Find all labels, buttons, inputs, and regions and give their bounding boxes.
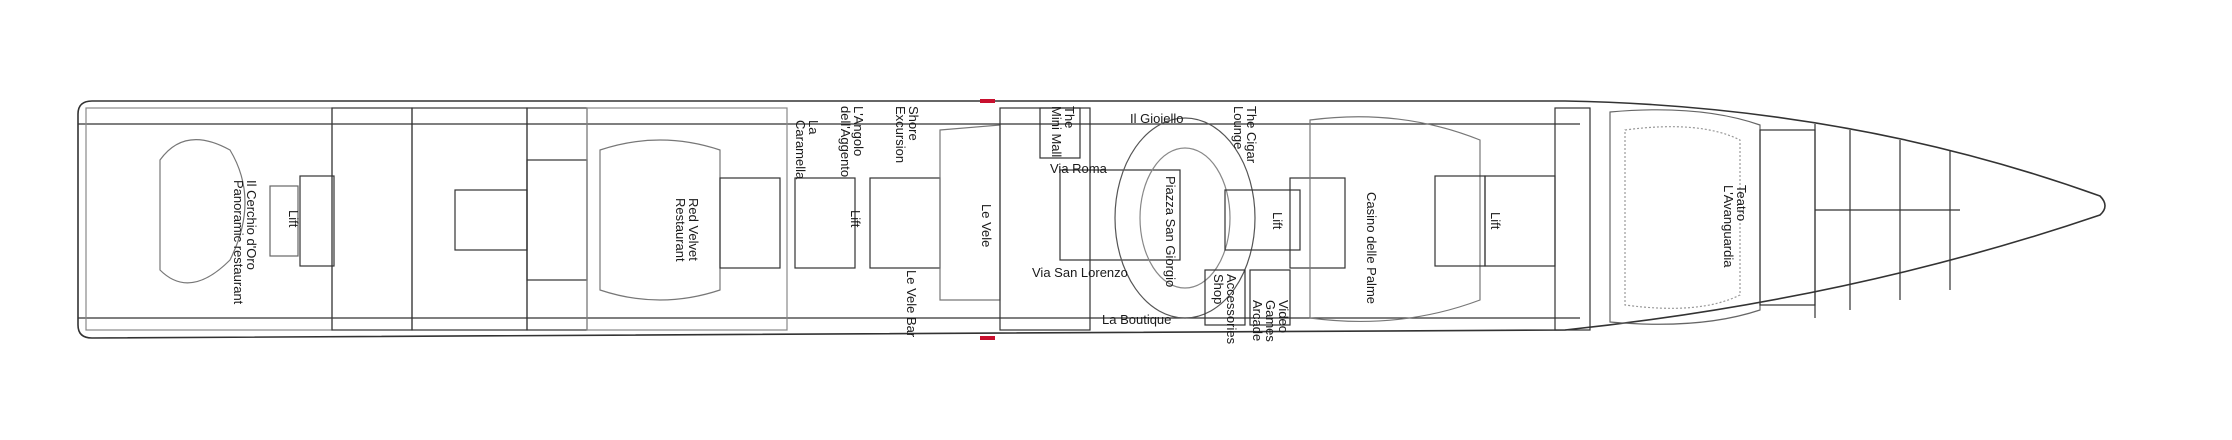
mini-mall-line1: The	[1062, 106, 1077, 129]
piazza-san-giorgio-area	[1114, 117, 1256, 319]
label-shore-excursion: Shore Excursion	[893, 106, 921, 164]
label-lift-mid: Lift	[848, 210, 863, 228]
label-lift-aft: Lift	[286, 210, 301, 228]
red-velvet-line2: Restaurant	[673, 198, 688, 262]
label-la-caramella: La Caramella	[793, 120, 821, 180]
label-la-boutique: La Boutique	[1102, 313, 1171, 326]
la-caramella-line2: Caramella	[793, 120, 808, 180]
label-lift-fwd2: Lift	[1488, 212, 1503, 230]
red-velvet-line1: Red Velvet	[686, 198, 701, 261]
label-cerchio-doro: Il Cerchio d'Oro Panoramic restaurant	[231, 180, 259, 305]
cigar-line1: The Cigar	[1244, 106, 1259, 164]
piazza-text: Piazza San Giorgio	[1163, 176, 1178, 288]
via-san-lorenzo-text: Via San Lorenzo	[1032, 265, 1128, 280]
video-line1: Video	[1276, 300, 1291, 334]
la-boutique-text: La Boutique	[1102, 312, 1172, 327]
label-video-games: Video Games Arcade	[1250, 300, 1291, 342]
il-gioiello-text: Il Gioiello	[1130, 111, 1184, 126]
lift-aft-text: Lift	[286, 210, 301, 228]
shore-line1: Shore	[906, 106, 921, 141]
label-mini-mall: The Mini Mall	[1049, 106, 1077, 158]
casino-text: Casino delle Palme	[1364, 192, 1379, 305]
accessories-line1: Accessories	[1224, 274, 1239, 345]
cerchio-line1: Il Cerchio d'Oro	[244, 180, 259, 270]
lift-fwd2-text: Lift	[1488, 212, 1503, 230]
angolo-line2: dell'Aggento	[838, 106, 853, 178]
lift-fwd1-text: Lift	[1270, 212, 1285, 230]
label-via-roma: Via Roma	[1050, 162, 1107, 175]
label-cigar-lounge: The Cigar Lounge	[1231, 106, 1259, 164]
shore-line2: Excursion	[893, 106, 908, 164]
label-lift-fwd1: Lift	[1270, 212, 1285, 230]
label-via-san-lorenzo: Via San Lorenzo	[1032, 266, 1128, 279]
teatro-area	[1609, 109, 1761, 325]
label-piazza-san-giorgio: Piazza San Giorgio	[1163, 176, 1178, 288]
video-line2: Games	[1263, 300, 1278, 342]
teatro-line2: L'Avanguardia	[1721, 185, 1736, 268]
label-le-vele: Le Vele	[979, 204, 994, 248]
via-roma-text: Via Roma	[1050, 161, 1107, 176]
le-vele-text: Le Vele	[979, 204, 994, 248]
le-vele-bar-text: Le Vele Bar	[904, 270, 919, 338]
casino-area	[1309, 116, 1481, 323]
la-caramella-line1: La	[806, 120, 821, 135]
label-teatro: Teatro L'Avanguardia	[1721, 185, 1749, 268]
mini-mall-line2: Mini Mall	[1049, 106, 1064, 158]
teatro-line1: Teatro	[1734, 185, 1749, 222]
label-le-vele-bar: Le Vele Bar	[904, 270, 919, 338]
label-casino: Casino delle Palme	[1364, 192, 1379, 305]
label-accessories-shop: Accessories Shop	[1211, 274, 1239, 345]
cerchio-line2: Panoramic restaurant	[231, 180, 246, 305]
hull-outline	[77, 100, 2106, 339]
label-angolo-argento: L'Angolo dell'Aggento	[838, 106, 866, 178]
red-velvet-area	[586, 107, 788, 331]
label-red-velvet: Red Velvet Restaurant	[673, 198, 701, 262]
video-line3: Arcade	[1250, 300, 1265, 342]
angolo-line1: L'Angolo	[851, 106, 866, 157]
label-il-gioiello: Il Gioiello	[1130, 112, 1183, 125]
lift-mid-text: Lift	[848, 210, 863, 228]
